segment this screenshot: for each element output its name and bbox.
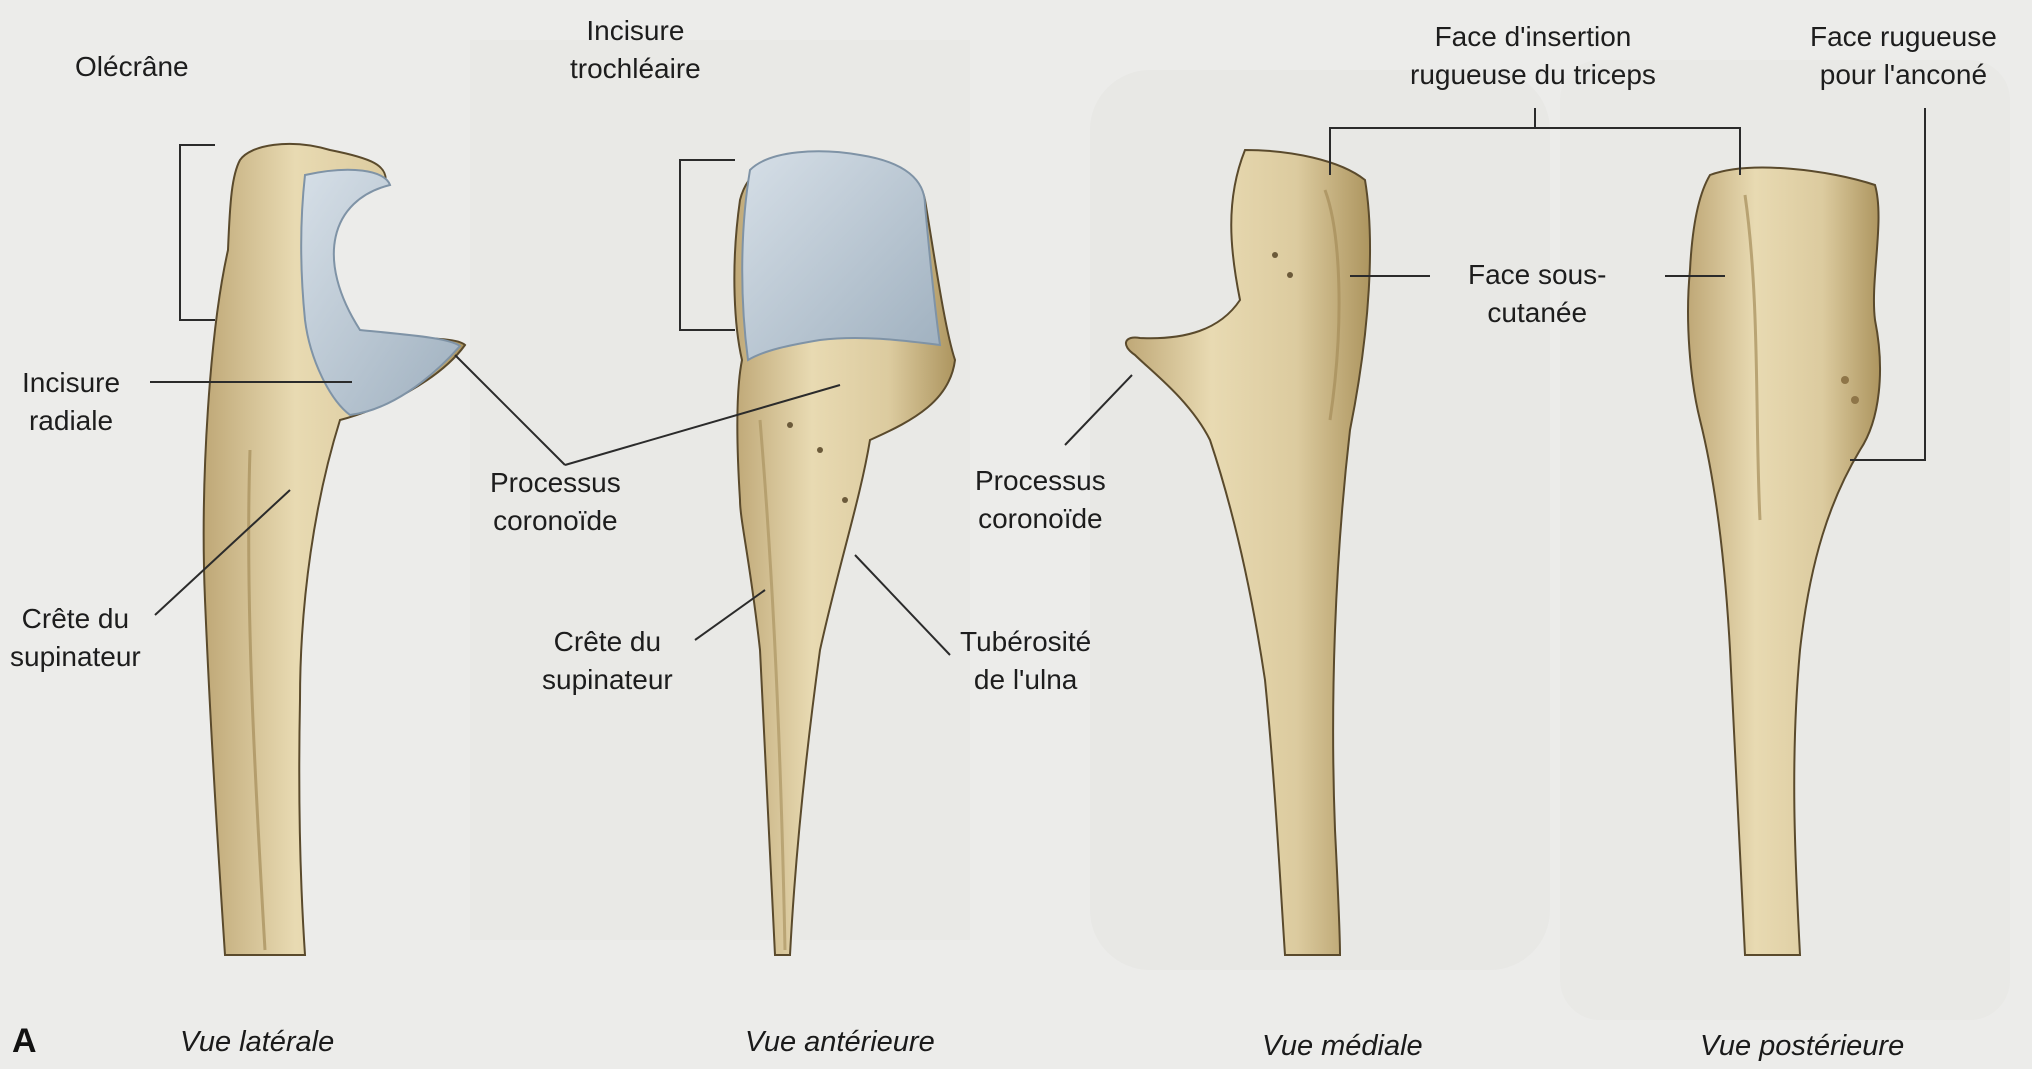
label-processus-coronoide-medial-line2: coronoïde [975, 500, 1106, 538]
label-crete-supinateur-anterior-line1: Crête du [542, 623, 673, 661]
label-incisure-trochleaire-line2: trochléaire [570, 50, 701, 88]
label-face-insertion-triceps-line2: rugueuse du triceps [1410, 56, 1656, 94]
label-face-sous-cutanee-line2: cutanée [1468, 294, 1607, 332]
label-incisure-radiale-line2: radiale [22, 402, 120, 440]
label-incisure-radiale: Incisure radiale [22, 364, 120, 440]
label-crete-supinateur-lateral-line2: supinateur [10, 638, 141, 676]
label-face-insertion-triceps-line1: Face d'insertion [1410, 18, 1656, 56]
caption-anterior-view: Vue antérieure [745, 1026, 935, 1059]
label-tuberosite-ulna-line2: de l'ulna [960, 661, 1091, 699]
label-tuberosite-ulna-line1: Tubérosité [960, 623, 1091, 661]
caption-medial-view: Vue médiale [1262, 1030, 1423, 1063]
label-processus-coronoide-medial-line1: Processus [975, 462, 1106, 500]
caption-posterior-view: Vue postérieure [1700, 1030, 1904, 1063]
label-crete-supinateur-anterior-line2: supinateur [542, 661, 673, 699]
label-face-rugueuse-ancone-line2: pour l'anconé [1810, 56, 1997, 94]
label-incisure-trochleaire-line1: Incisure [570, 12, 701, 50]
label-tuberosite-ulna: Tubérosité de l'ulna [960, 623, 1091, 699]
ulna-lateral-view [204, 144, 465, 955]
figure-panel-letter: A [12, 1022, 37, 1061]
label-crete-supinateur-lateral-line1: Crête du [10, 600, 141, 638]
label-face-sous-cutanee: Face sous- cutanée [1468, 256, 1607, 332]
label-processus-coronoide-anterior-line1: Processus [490, 464, 621, 502]
label-face-insertion-triceps: Face d'insertion rugueuse du triceps [1410, 18, 1656, 94]
label-face-rugueuse-ancone-line1: Face rugueuse [1810, 18, 1997, 56]
label-crete-supinateur-anterior: Crête du supinateur [542, 623, 673, 699]
label-face-sous-cutanee-line1: Face sous- [1468, 256, 1607, 294]
label-processus-coronoide-anterior-line2: coronoïde [490, 502, 621, 540]
label-olecrane: Olécrâne [75, 48, 189, 86]
caption-lateral-view: Vue latérale [180, 1026, 334, 1059]
label-olecrane-line1: Olécrâne [75, 48, 189, 86]
label-processus-coronoide-anterior: Processus coronoïde [490, 464, 621, 540]
label-incisure-radiale-line1: Incisure [22, 364, 120, 402]
label-crete-supinateur-lateral: Crête du supinateur [10, 600, 141, 676]
label-face-rugueuse-ancone: Face rugueuse pour l'anconé [1810, 18, 1997, 94]
label-processus-coronoide-medial: Processus coronoïde [975, 462, 1106, 538]
label-incisure-trochleaire: Incisure trochléaire [570, 12, 701, 88]
